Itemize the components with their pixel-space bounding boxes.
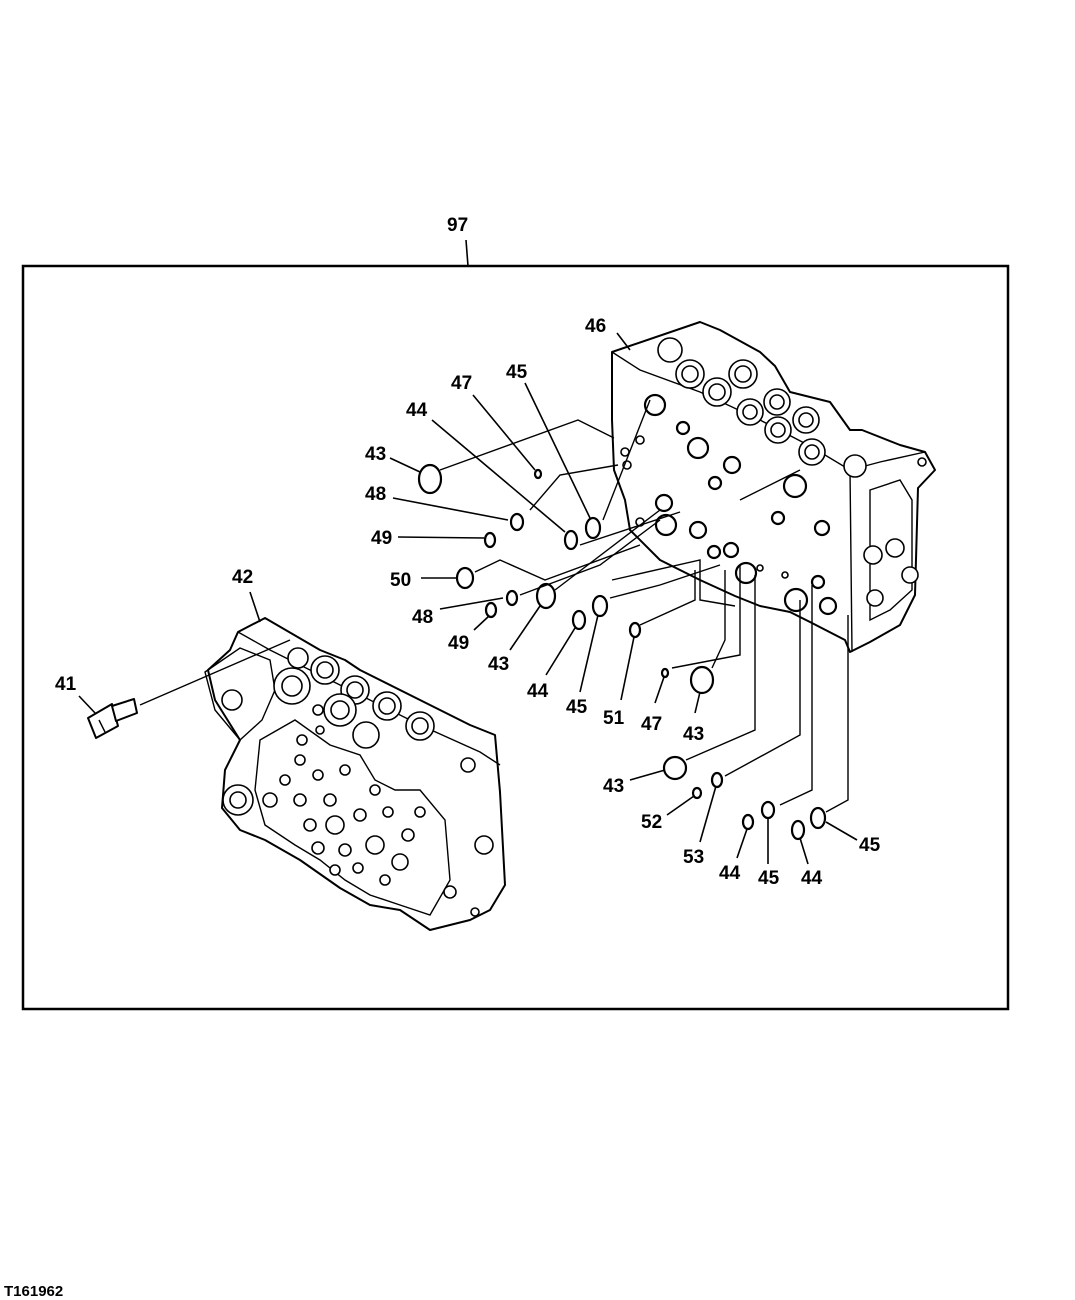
valve-body-46 xyxy=(611,321,936,653)
callout-42: 42 xyxy=(232,567,253,588)
assembly-frame xyxy=(21,264,1010,1011)
callout-43-lower: 43 xyxy=(603,776,624,797)
callout-47-bottom: 47 xyxy=(641,714,662,735)
assembly-leader xyxy=(465,239,469,267)
callout-48-bottom: 48 xyxy=(412,607,433,628)
alignment-lines xyxy=(139,399,849,813)
callout-45-top: 45 xyxy=(506,362,528,383)
callout-44-top: 44 xyxy=(406,400,428,421)
callout-45-mid: 45 xyxy=(566,697,588,718)
callout-45-bottom-b: 45 xyxy=(859,835,881,856)
callout-41: 41 xyxy=(55,674,77,695)
seals xyxy=(417,463,827,841)
callout-44-bottom-a: 44 xyxy=(719,863,741,884)
callout-43-mid: 43 xyxy=(488,654,509,675)
callout-labels: 46 47 45 44 43 48 49 50 48 49 43 44 45 5… xyxy=(55,316,881,889)
callout-52: 52 xyxy=(641,812,662,833)
cap-screw-41 xyxy=(87,698,138,739)
callout-53: 53 xyxy=(683,847,704,868)
callout-44-mid: 44 xyxy=(527,681,549,702)
callout-51: 51 xyxy=(603,708,625,729)
assembly-label: 97 xyxy=(447,215,468,236)
callout-49-top: 49 xyxy=(371,528,392,549)
callout-48-top: 48 xyxy=(365,484,386,505)
callout-44-bottom-b: 44 xyxy=(801,868,823,889)
callout-leaders xyxy=(78,332,858,865)
callout-47-top: 47 xyxy=(451,373,472,394)
callout-46: 46 xyxy=(585,316,606,337)
callout-45-bottom-a: 45 xyxy=(758,868,780,889)
callout-43-left-top: 43 xyxy=(365,444,386,465)
callout-43-right: 43 xyxy=(683,724,704,745)
callout-50: 50 xyxy=(390,570,411,591)
valve-body-42 xyxy=(204,617,506,931)
callout-49-bottom: 49 xyxy=(448,633,469,654)
figure-id: T161962 xyxy=(4,1283,63,1300)
